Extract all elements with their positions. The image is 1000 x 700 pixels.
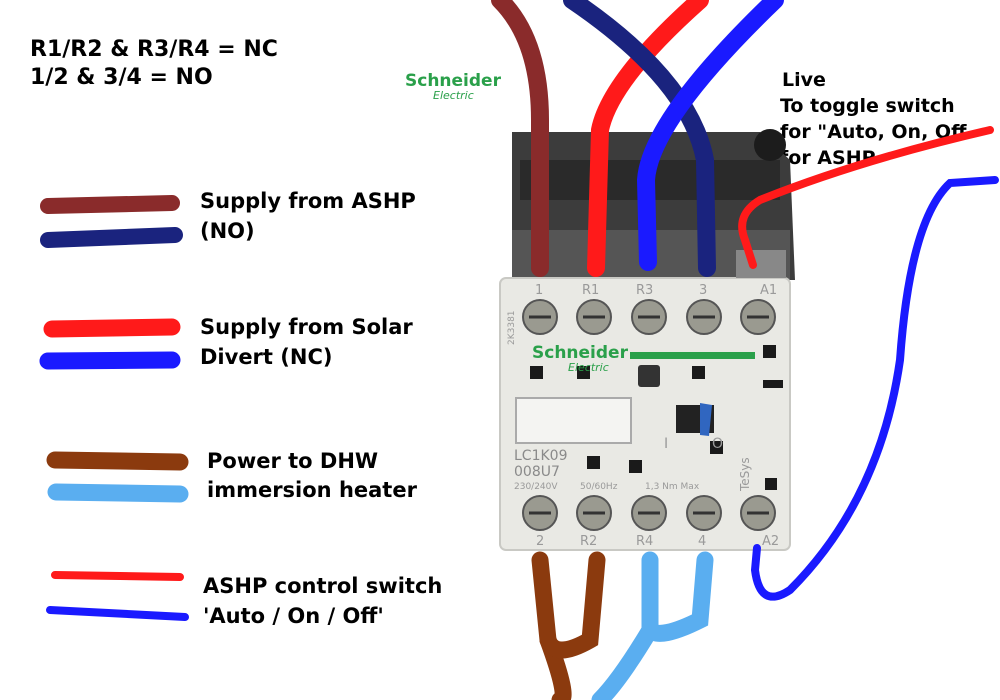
- terminal-bottom-4: 4: [698, 534, 707, 549]
- terminal-top-1: 1: [535, 283, 544, 298]
- green-brand-bar: [630, 352, 755, 359]
- top-terminal-screws: [522, 299, 776, 335]
- model-label: LC1K09: [514, 448, 568, 464]
- brown-wire-icon: [46, 451, 189, 471]
- terminal-top-r3: R3: [636, 283, 654, 298]
- header-line-1: R1/R2 & R3/R4 = NC: [30, 37, 278, 62]
- switch-mark-off: O: [712, 436, 724, 452]
- red-wire-icon: [43, 318, 181, 338]
- header-line-2: 1/2 & 3/4 = NO: [30, 65, 213, 90]
- brand-sub: Electric: [433, 89, 474, 102]
- contactor-body: [499, 277, 791, 551]
- dhw-live-wire: [531, 551, 572, 700]
- navy-wire-icon: [40, 227, 183, 248]
- terminal-top-3: 3: [699, 283, 708, 298]
- legend-1-line-1: Supply from ASHP: [200, 189, 416, 213]
- legend-3-line-1: Power to DHW: [207, 449, 379, 473]
- terminal-top-a1: A1: [760, 283, 778, 298]
- solar-live-wire: [587, 0, 709, 277]
- freq-label: 50/60Hz: [580, 482, 618, 492]
- light-blue-wire-icon: [47, 483, 189, 503]
- torque-label: 1,3 Nm Max: [645, 482, 700, 492]
- schneider-logo-top: Schneider Electric: [405, 72, 501, 102]
- terminal-bottom-2: 2: [536, 534, 545, 549]
- legend-3-line-2: immersion heater: [207, 478, 417, 502]
- device-brand-sub: Electric: [568, 361, 609, 374]
- annotation-line-1: Live: [782, 69, 826, 91]
- control-neutral-wire: [750, 176, 999, 601]
- dhw-live-link: [539, 551, 606, 659]
- terminal-bottom-a2: A2: [762, 534, 780, 549]
- thin-blue-wire-icon: [46, 606, 189, 621]
- legend-4-line-2: 'Auto / On / Off': [203, 604, 384, 628]
- terminal-bottom-r4: R4: [636, 534, 654, 549]
- blue-wire-icon: [39, 351, 181, 370]
- label-window: [515, 397, 632, 444]
- control-live-wire: [738, 126, 994, 269]
- schneider-logo-device: Schneider Electric: [532, 344, 628, 374]
- switch-mark-on: I: [664, 436, 669, 452]
- legend-2-line-2: Divert (NC): [200, 345, 333, 369]
- dhw-neutral-link: [641, 551, 714, 642]
- legend-2-line-1: Supply from Solar: [200, 315, 413, 339]
- bottom-terminal-screws: [522, 495, 776, 531]
- terminal-top-r1: R1: [582, 283, 600, 298]
- legend-1-line-2: (NO): [200, 219, 255, 243]
- legend-4-line-1: ASHP control switch: [203, 574, 443, 598]
- thin-red-wire-icon: [51, 571, 184, 581]
- code-label: 008U7: [514, 464, 560, 480]
- annotation-line-2: To toggle switch: [780, 95, 955, 117]
- brand-name: Schneider: [405, 71, 501, 91]
- terminal-bottom-r2: R2: [580, 534, 598, 549]
- device-brand-name: Schneider: [532, 343, 628, 363]
- dark-red-wire-icon: [40, 195, 180, 214]
- solar-neutral-wire: [636, 0, 784, 271]
- ashp-live-wire: [491, 0, 549, 277]
- ashp-neutral-wire: [563, 0, 716, 277]
- voltage-label: 230/240V: [514, 482, 558, 492]
- legend-swatches: [39, 195, 189, 621]
